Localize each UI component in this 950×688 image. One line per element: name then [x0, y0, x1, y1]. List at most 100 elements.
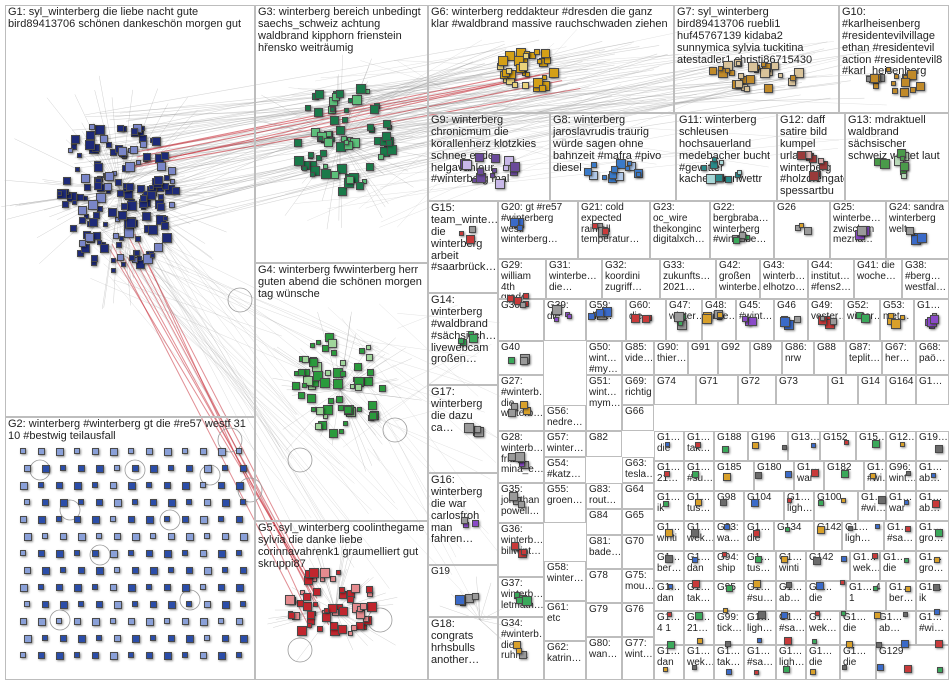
g6-node[interactable]	[506, 68, 512, 74]
g1-node[interactable]	[62, 201, 69, 208]
small-group-node[interactable]	[787, 498, 792, 503]
g5-node[interactable]	[356, 622, 364, 630]
g3-node[interactable]	[310, 172, 315, 177]
g1-node[interactable]	[94, 182, 102, 190]
g1-node[interactable]	[79, 217, 86, 224]
g2-node[interactable]	[236, 618, 243, 625]
g5-node[interactable]	[336, 570, 341, 575]
g4-node[interactable]	[310, 343, 315, 348]
g2-node[interactable]	[222, 567, 228, 573]
g2-node[interactable]	[114, 465, 120, 471]
g2-node[interactable]	[182, 584, 190, 592]
panel-node[interactable]	[748, 317, 757, 326]
g2-node[interactable]	[128, 448, 134, 454]
small-group-node[interactable]	[781, 556, 788, 563]
small-group-node[interactable]	[755, 472, 762, 479]
panel-node[interactable]	[464, 423, 474, 433]
g1-node[interactable]	[68, 148, 73, 153]
g3-node[interactable]	[330, 107, 335, 112]
small-group-node[interactable]	[878, 496, 886, 504]
g2-node[interactable]	[114, 499, 122, 507]
small-group-node[interactable]	[813, 557, 821, 565]
g3-node[interactable]	[344, 140, 349, 145]
g2-node[interactable]	[146, 618, 154, 626]
g4-node[interactable]	[329, 429, 338, 438]
g2-node[interactable]	[42, 635, 48, 641]
g2-node[interactable]	[132, 567, 139, 574]
g1-node[interactable]	[63, 177, 71, 185]
g2-node[interactable]	[74, 448, 80, 454]
panel-node[interactable]	[517, 225, 523, 231]
g2-node[interactable]	[186, 601, 192, 607]
small-group-node[interactable]	[663, 667, 668, 672]
panel-node[interactable]	[780, 317, 790, 327]
panel-node[interactable]	[820, 316, 825, 321]
small-group-node[interactable]	[692, 580, 700, 588]
g5-node[interactable]	[330, 576, 336, 582]
small-group-node[interactable]	[724, 524, 730, 530]
g2-node[interactable]	[182, 652, 188, 658]
g3-node[interactable]	[386, 140, 392, 146]
g3-node[interactable]	[370, 105, 379, 114]
g7-node[interactable]	[735, 80, 743, 88]
g2-node[interactable]	[150, 601, 157, 608]
g2-node[interactable]	[56, 550, 64, 558]
g2-node[interactable]	[182, 516, 189, 523]
g2-node[interactable]	[168, 635, 175, 642]
panel-node[interactable]	[509, 492, 518, 501]
g11-node[interactable]	[701, 165, 707, 171]
g1-node[interactable]	[70, 225, 77, 232]
g8-node[interactable]	[625, 166, 630, 171]
panel-node[interactable]	[702, 314, 712, 324]
g4-node[interactable]	[355, 384, 362, 391]
g4-node[interactable]	[333, 379, 343, 389]
g2-node[interactable]	[42, 567, 50, 575]
g1-node[interactable]	[111, 258, 116, 263]
small-group-node[interactable]	[840, 580, 845, 585]
small-group-node[interactable]	[755, 556, 762, 563]
g1-node[interactable]	[117, 254, 124, 261]
small-group-node[interactable]	[811, 443, 816, 448]
small-group-node[interactable]	[726, 585, 733, 592]
panel-node[interactable]	[523, 293, 529, 299]
panel-node[interactable]	[794, 316, 801, 323]
g1-node[interactable]	[148, 225, 158, 235]
g2-node[interactable]	[164, 448, 172, 456]
g7-node[interactable]	[736, 61, 741, 66]
g2-node[interactable]	[78, 601, 84, 607]
g1-node[interactable]	[152, 137, 161, 146]
g2-node[interactable]	[92, 516, 100, 524]
g2-node[interactable]	[222, 465, 228, 471]
g2-node[interactable]	[182, 448, 188, 454]
g5-node[interactable]	[317, 626, 323, 632]
g2-node[interactable]	[240, 635, 248, 643]
small-group-node[interactable]	[841, 470, 849, 478]
g2-node[interactable]	[218, 482, 225, 489]
g3-node[interactable]	[344, 108, 349, 113]
g5-node[interactable]	[347, 596, 354, 603]
g2-node[interactable]	[20, 550, 26, 556]
g1-node[interactable]	[104, 183, 112, 191]
small-group-node[interactable]	[781, 612, 788, 619]
g6-node[interactable]	[544, 57, 551, 64]
g2-node[interactable]	[92, 652, 99, 659]
g2-node[interactable]	[132, 499, 138, 505]
g2-node[interactable]	[20, 652, 26, 658]
small-group-node[interactable]	[905, 586, 911, 592]
small-group-node[interactable]	[753, 530, 760, 537]
g5-node[interactable]	[324, 608, 329, 613]
small-group-node[interactable]	[815, 611, 820, 616]
g1-node[interactable]	[126, 183, 134, 191]
g3-node[interactable]	[352, 95, 362, 105]
g2-node[interactable]	[56, 618, 62, 624]
panel-node[interactable]	[511, 542, 519, 550]
g2-node[interactable]	[24, 601, 30, 607]
small-group-node[interactable]	[935, 529, 943, 537]
panel-node[interactable]	[507, 295, 514, 302]
panel-node[interactable]	[521, 549, 527, 555]
g3-node[interactable]	[294, 156, 304, 166]
g2-node[interactable]	[20, 482, 28, 490]
g3-node[interactable]	[294, 139, 302, 147]
g6-node[interactable]	[512, 82, 518, 88]
g2-node[interactable]	[20, 516, 27, 523]
